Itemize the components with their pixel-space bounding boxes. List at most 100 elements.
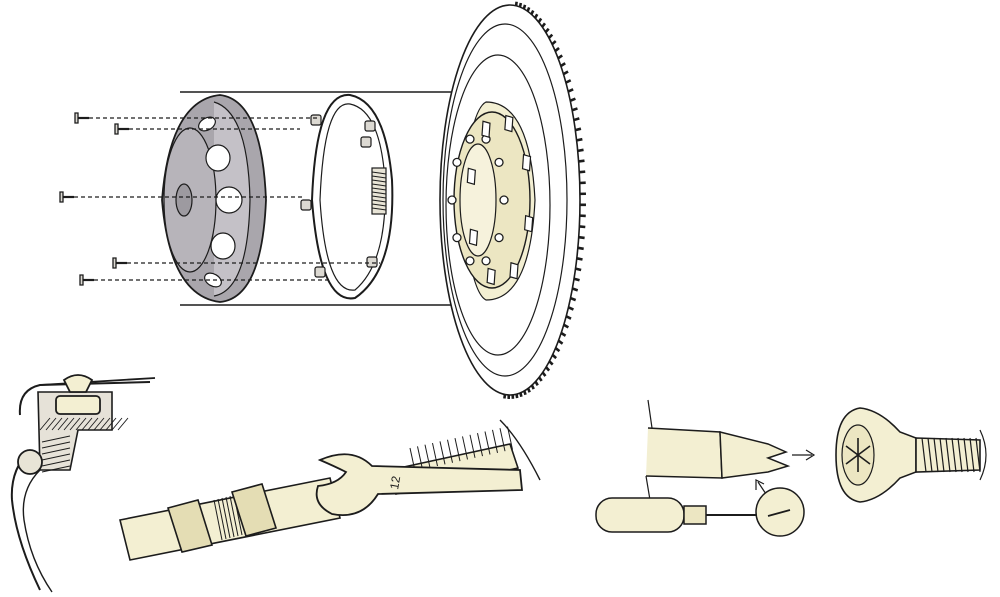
hatch-line [45, 417, 57, 431]
hub-ventilation-slots [466, 114, 534, 286]
section-hatching [39, 417, 129, 473]
rim-tooth [578, 235, 585, 240]
thread-line [417, 446, 423, 470]
rim-tooth [523, 390, 527, 396]
rim-tooth [576, 137, 583, 142]
spring-coil [371, 191, 387, 195]
rim-tooth [575, 267, 582, 272]
cross-recess-icon [845, 438, 871, 472]
rim-tooth [570, 296, 577, 302]
wing-nut [62, 374, 94, 393]
retaining-ring [300, 93, 394, 300]
thread-line [507, 426, 513, 450]
ring-clip [300, 199, 312, 211]
rim-tooth [567, 306, 574, 311]
rim-tooth [518, 2, 523, 8]
rim-tooth [530, 384, 535, 390]
screwdriver-ferrule [683, 505, 707, 525]
thread-line [221, 497, 231, 539]
thread-line [213, 499, 223, 541]
wheel-bolt [465, 256, 475, 266]
wheel-bolt [452, 232, 462, 243]
hatch-line [41, 447, 71, 455]
wheel-bolt [465, 134, 475, 144]
ring-clip [314, 266, 326, 278]
hub-slot [486, 267, 496, 286]
hatch-line [75, 417, 87, 431]
ring-spring [371, 167, 387, 215]
ring-clip [366, 256, 378, 268]
rim-tooth [537, 17, 543, 23]
wheel-disc [439, 1, 586, 400]
rim-tooth [578, 159, 585, 163]
thread-line [492, 429, 498, 453]
clip-bolt [55, 395, 101, 415]
hatch-line [51, 417, 63, 431]
hatch-line [41, 459, 71, 467]
spring-coil [371, 179, 387, 183]
rim-tooth [577, 246, 584, 251]
wheel-bolt [494, 157, 504, 168]
hub-slot [481, 120, 491, 139]
tool-shank [645, 427, 723, 479]
assembly-guide-lines [180, 91, 500, 306]
rim-tooth [573, 277, 580, 282]
screw-head [74, 112, 79, 124]
rim-tooth [571, 107, 578, 112]
hatch-line [93, 417, 105, 431]
thread-line [469, 434, 476, 458]
spring-coil [371, 183, 387, 187]
rim-serration [503, 1, 586, 400]
wheel-bolts [447, 134, 509, 266]
rim-tooth [576, 257, 583, 261]
hatch-line [39, 417, 51, 431]
hatch-line [117, 417, 129, 431]
rim-tooth [534, 380, 539, 386]
countersunk-screw-detail [835, 407, 987, 503]
hatch-line [111, 417, 123, 431]
hatch-line [105, 417, 117, 431]
hatch-line [41, 435, 71, 443]
screw-head [59, 191, 64, 203]
hub-slot [521, 153, 532, 172]
hatch-line [41, 453, 71, 461]
hub-slot [504, 114, 514, 133]
spring-coil [371, 203, 387, 207]
rim-tooth [567, 88, 574, 93]
cover-screws [59, 112, 380, 286]
rim-tooth [565, 79, 572, 84]
spanner [315, 453, 523, 516]
hatch-line [41, 465, 71, 473]
thread-line [975, 437, 981, 473]
rim-tooth [557, 339, 564, 345]
exploded-view [59, 1, 586, 400]
thread-line [217, 498, 227, 540]
thread-line [225, 496, 235, 538]
rim-tooth [538, 376, 543, 382]
rim-tooth [530, 9, 535, 15]
ring-clip [360, 136, 372, 148]
thread-line [477, 433, 483, 457]
spring-coil [371, 199, 387, 203]
rim-tooth [571, 287, 579, 292]
hatch-line [41, 441, 71, 449]
rim-tooth [560, 62, 566, 68]
rim-tooth [551, 40, 557, 46]
screw-head [114, 123, 119, 135]
spanner-detail: 12 [119, 419, 541, 561]
thread-line [454, 437, 461, 462]
rim-tooth [514, 1, 518, 6]
rim-tooth [541, 22, 547, 28]
thread-line [439, 441, 446, 465]
hub-cover [161, 94, 267, 303]
rim-tooth [551, 353, 558, 360]
rim-tooth [526, 6, 531, 12]
hex-nut [166, 499, 214, 553]
hub-slot [524, 214, 534, 233]
spring-coil [371, 195, 387, 199]
rim-tooth [541, 371, 547, 377]
thread-line [499, 428, 506, 452]
lock-nut [230, 483, 278, 537]
ring-clip [364, 120, 376, 132]
rim-tooth [554, 46, 560, 53]
